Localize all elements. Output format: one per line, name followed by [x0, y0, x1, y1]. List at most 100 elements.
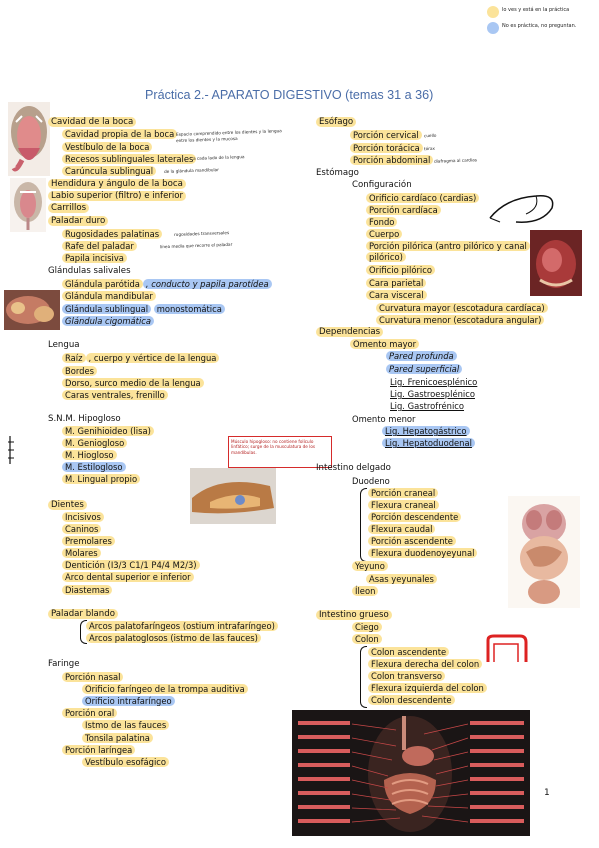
faringe-laringea-item-1: Vestíbulo esofágico — [82, 757, 170, 767]
faringe-oral-item-2: Tonsila palatina — [82, 733, 153, 743]
faringe-heading: Faringe — [48, 659, 80, 669]
estomago-config-1: Orificio cardíaco (cardias) — [366, 193, 480, 203]
legend-yellow-dot — [487, 6, 499, 18]
salivary-gland-photo — [4, 290, 60, 330]
paladar-duro-heading: Paladar duro — [48, 216, 109, 226]
glandula-parotida-extra: , conducto y papila parotídea — [142, 279, 272, 289]
colon-bracket — [360, 646, 367, 708]
estomago-heading: Estómago — [316, 168, 359, 178]
omento-menor: Omento menor — [352, 414, 416, 424]
configuracion-heading: Configuración — [352, 180, 412, 190]
digestive-tract-anatomy-image — [292, 710, 530, 836]
yeyuno-label: Yeyuno — [352, 561, 388, 571]
dientes-item-4: Molares — [62, 548, 101, 558]
duodeno-item-2: Flexura craneal — [368, 500, 439, 510]
legend-blue-dot — [487, 22, 499, 34]
paladar-duro-item-2: Rafe del paladar — [62, 241, 137, 251]
estomago-config-4: Cuerpo — [366, 229, 403, 239]
glandula-parotida: Glándula parótida — [62, 279, 143, 289]
stomach-sketch — [486, 188, 560, 228]
labio-label: Labio superior (filtro) e inferior — [48, 191, 187, 201]
esofago-item-2: Porción torácica — [350, 143, 423, 153]
colon-item-1: Colon ascendente — [368, 647, 450, 657]
lig-frenicoesplenico: Lig. Frenicoesplénico — [390, 377, 478, 387]
page-number: 1 — [544, 788, 550, 798]
snm-item-2: M. Geniogloso — [62, 438, 128, 448]
estomago-config-5: Porción pilórica (antro pilórico y canal… — [366, 241, 530, 262]
faringe-oral: Porción oral — [62, 708, 118, 718]
colon-sketch — [482, 632, 530, 668]
estomago-config-2: Porción cardíaca — [366, 205, 441, 215]
esofago-heading: Esófago — [316, 117, 357, 127]
duodeno-item-4: Flexura caudal — [368, 524, 436, 534]
estomago-config-3: Fondo — [366, 217, 398, 227]
boca-heading: Cavidad de la boca — [48, 117, 137, 127]
faringe-oral-item-1: Istmo de las fauces — [82, 720, 170, 730]
paladar-duro-item-1: Rugosidades palatinas — [62, 229, 163, 239]
omento-mayor: Omento mayor — [350, 339, 420, 349]
lig-hepatogastrico: Lig. Hepatogástrico — [382, 426, 470, 436]
paladar-blando-item-2: Arcos palatoglosos (istmo de las fauces) — [86, 633, 261, 643]
faringe-laringea: Porción laríngea — [62, 745, 136, 755]
faringe-nasal-item-2: Orificio intrafaríngeo — [82, 696, 175, 706]
dientes-heading: Dientes — [48, 500, 87, 510]
dientes-item-3: Premolares — [62, 536, 115, 546]
dependencias-heading: Dependencias — [316, 327, 384, 337]
estomago-config-6: Orificio pilórico — [366, 265, 435, 275]
paladar-note-2: rugosidades transversales — [173, 230, 230, 237]
glandula-sublingual-extra: monostomática — [153, 304, 225, 314]
esofago-note-1: cuello — [423, 132, 437, 139]
ciego-label: Ciego — [352, 622, 382, 632]
paladar-duro-item-3: Papila incisiva — [62, 253, 127, 263]
delgado-heading: Intestino delgado — [316, 463, 391, 473]
esofago-item-3: Porción abdominal — [350, 155, 434, 165]
boca-item-1: Cavidad propia de la boca — [62, 129, 178, 139]
carrillos-label: Carrillos — [48, 203, 90, 213]
boca-item-4: Carúncula sublingual — [62, 166, 157, 176]
paladar-blando-item-1: Arcos palatofaríngeos (ostium intrafarín… — [86, 621, 278, 631]
dientes-item-1: Incisivos — [62, 512, 104, 522]
duodeno-item-3: Porción descendente — [368, 512, 462, 522]
tongue-photo — [190, 468, 276, 524]
paladar-blando-heading: Paladar blando — [48, 609, 118, 619]
hipogloso-note-box: Músculo hipogloso: no contiene folículo … — [228, 436, 332, 468]
lig-hepatoduodenal: Lig. Hepatoduodenal — [382, 438, 475, 448]
paladar-blando-bracket — [80, 620, 87, 644]
duodeno-item-6: Flexura duodenoyeyunal — [368, 548, 478, 558]
dog-mouth-photo-1 — [8, 102, 50, 176]
boca-note-2: entre los dientes y la mucosa — [175, 135, 238, 144]
duodeno-item-5: Porción ascendente — [368, 536, 456, 546]
duodeno-item-1: Porción craneal — [368, 488, 439, 498]
boca-note-4: de la glándula mandibular — [163, 167, 220, 174]
snm-heading: S.N.M. Hipogloso — [48, 414, 121, 424]
colon-item-5: Colon descendente — [368, 695, 455, 705]
hyoid-sketch — [6, 432, 30, 468]
esofago-note-3: diafragma al cardias — [433, 157, 478, 164]
lengua-item-1: Bordes — [62, 366, 97, 376]
esofago-note-2: tórax — [423, 145, 436, 152]
esofago-item-1: Porción cervical — [350, 130, 422, 140]
dientes-item-2: Caninos — [62, 524, 102, 534]
lig-gastroesplenico: Lig. Gastroesplénico — [390, 389, 475, 399]
duodeno-label: Duodeno — [352, 476, 390, 486]
estomago-config-8: Cara visceral — [366, 290, 427, 300]
ileon-label: Íleon — [352, 586, 379, 596]
lengua-raiz-extra: , cuerpo y vértice de la lengua — [85, 353, 220, 363]
curvatura-mayor: Curvatura mayor (escotadura cardíaca) — [376, 303, 548, 313]
colon-item-2: Flexura derecha del colon — [368, 659, 483, 669]
faringe-nasal-item-1: Orificio faríngeo de la trompa auditiva — [82, 684, 248, 694]
dientes-item-5: Dentición (I3/3 C1/1 P4/4 M2/3) — [62, 560, 200, 570]
dientes-item-7: Diastemas — [62, 585, 113, 595]
stomach-photo — [530, 230, 582, 296]
snm-item-3: M. Hiogloso — [62, 450, 117, 460]
hendidura-label: Hendidura y ángulo de la boca — [48, 179, 186, 189]
glandula-mandibular: Glándula mandibular — [62, 291, 156, 301]
hipogloso-note-text: Músculo hipogloso: no contiene folículo … — [231, 439, 316, 455]
grueso-heading: Intestino grueso — [316, 610, 392, 620]
snm-item-4: M. Estilogloso — [62, 462, 126, 472]
curvatura-menor: Curvatura menor (escotadura angular) — [376, 315, 545, 325]
dog-mouth-photo-2 — [10, 178, 46, 232]
boca-item-2: Vestíbulo de la boca — [62, 142, 153, 152]
lengua-item-3: Caras ventrales, frenillo — [62, 390, 168, 400]
abdominal-organs-diagram — [508, 496, 580, 608]
